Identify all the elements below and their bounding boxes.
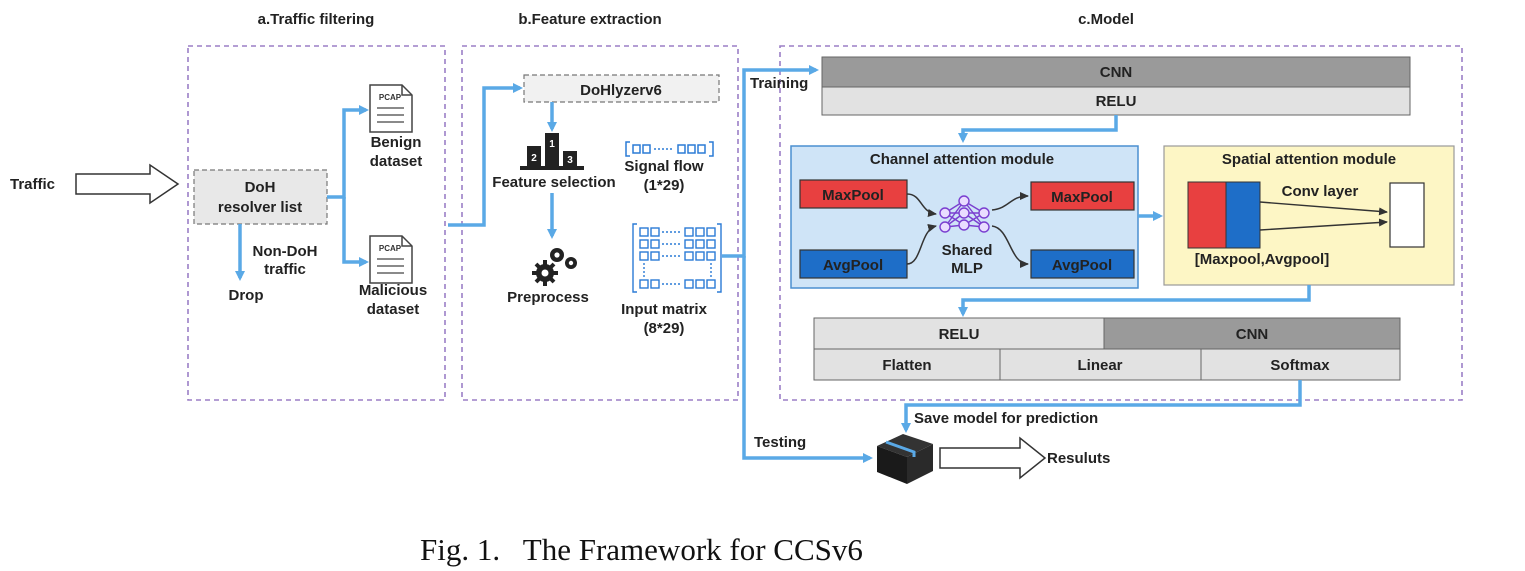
relu-top-label: RELU [1096,93,1137,110]
save-model-label: Save model for prediction [914,410,1098,427]
results-arrow [939,436,1047,480]
spatial-output-map [1389,182,1425,248]
training-arrow [722,65,819,258]
maxpool-to-mlp-arrow [906,193,937,217]
maxpool-feature-map [1187,181,1227,249]
benign-dataset-line1: Benign [371,134,422,151]
traffic-input-arrow [75,163,180,205]
mlp-to-avgpool-arrow [991,225,1029,268]
dohlyzer-box [523,74,720,103]
section-title-traffic-filtering: a.Traffic filtering [258,11,375,28]
section-box-traffic-filtering [187,45,446,401]
avgpool-box-right [1030,249,1135,279]
linear-label: Linear [1077,357,1122,374]
svg-text:2: 2 [531,153,537,164]
save-model-arrow [901,380,1302,433]
input-matrix-line2: (8*29) [644,320,685,337]
flatten-label: Flatten [882,357,931,374]
flatten-layer [813,348,1001,381]
svg-text:1: 1 [549,139,555,150]
svg-text:PCAP: PCAP [379,244,402,253]
benign-dataset-line2: dataset [370,153,423,170]
avgpool-feature-map [1225,181,1261,249]
model-package-icon [877,434,933,484]
spatial-attention-title: Spatial attention module [1222,151,1396,168]
shared-mlp-line1: Shared [942,242,993,259]
signal-flow-line1: Signal flow [624,158,704,175]
malicious-dataset-line1: Malicious [359,282,427,299]
section-title-model: c.Model [1078,11,1134,28]
svg-text:PCAP: PCAP [379,93,402,102]
avgpool-to-mlp-arrow [906,224,937,265]
avgpool-right-label: AvgPool [1052,257,1112,274]
relu-layer-top [821,86,1411,116]
shared-mlp-network-icon [939,195,990,233]
to-dohlyzer-arrow [448,83,523,227]
doh-resolver-line2: resolver list [218,199,302,216]
conv-arrow-top [1259,201,1388,216]
benign-flow-arrow [327,105,369,199]
maxpool-box-right [1030,181,1135,211]
avgpool-left-label: AvgPool [823,257,883,274]
input-matrix-line1: Input matrix [621,301,707,318]
avgpool-box-left [799,249,908,279]
maxpool-box-left [799,179,908,209]
podium-icon: 1 2 3 [520,133,584,170]
results-label: Resuluts [1047,450,1110,467]
training-label: Training [750,75,808,92]
testing-arrow [742,256,873,463]
conv-arrow-bottom [1259,218,1388,231]
drop-label: Drop [229,287,264,304]
feature-selection-label: Feature selection [492,174,615,191]
section-title-feature-extraction: b.Feature extraction [518,11,661,28]
pcap-file-icon: PCAP [369,235,413,284]
figure-caption: Fig. 1. The Framework for CCSv6 [420,532,863,567]
channel-attention-title: Channel attention module [870,151,1054,168]
cnn-top-label: CNN [1100,64,1133,81]
to-bottom-layers-arrow [958,285,1311,317]
cnn-layer-bottom [1103,317,1401,350]
pcap-file-icon: PCAP [369,84,413,133]
pool-concat-label: [Maxpool,Avgpool] [1195,251,1329,268]
shared-mlp-line2: MLP [951,260,983,277]
non-doh-line1: Non-DoH [253,243,318,260]
doh-resolver-line1: DoH [245,179,276,196]
section-box-feature-extraction [461,45,739,401]
malicious-dataset-line2: dataset [367,301,420,318]
non-doh-line2: traffic [264,261,306,278]
softmax-label: Softmax [1270,357,1330,374]
gears-icon [532,248,577,286]
input-matrix-icon [632,223,722,293]
relu-bottom-label: RELU [939,326,980,343]
dohlyzer-label: DoHlyzerv6 [580,82,662,99]
mlp-to-maxpool-arrow [991,192,1029,211]
conv-layer-label: Conv layer [1282,183,1359,200]
maxpool-right-label: MaxPool [1051,189,1113,206]
signal-flow-line2: (1*29) [644,177,685,194]
maxpool-left-label: MaxPool [822,187,884,204]
svg-text:3: 3 [567,155,573,166]
cnn-layer-top [821,56,1411,88]
preprocess-label: Preprocess [507,289,589,306]
traffic-label: Traffic [10,176,55,193]
cnn-bottom-label: CNN [1236,326,1269,343]
doh-resolver-list-box [193,169,328,225]
testing-label: Testing [754,434,806,451]
to-channel-attention-arrow [958,115,1118,143]
malicious-flow-arrow [342,197,369,267]
section-box-model [779,45,1463,401]
signal-flow-icon [625,141,714,157]
